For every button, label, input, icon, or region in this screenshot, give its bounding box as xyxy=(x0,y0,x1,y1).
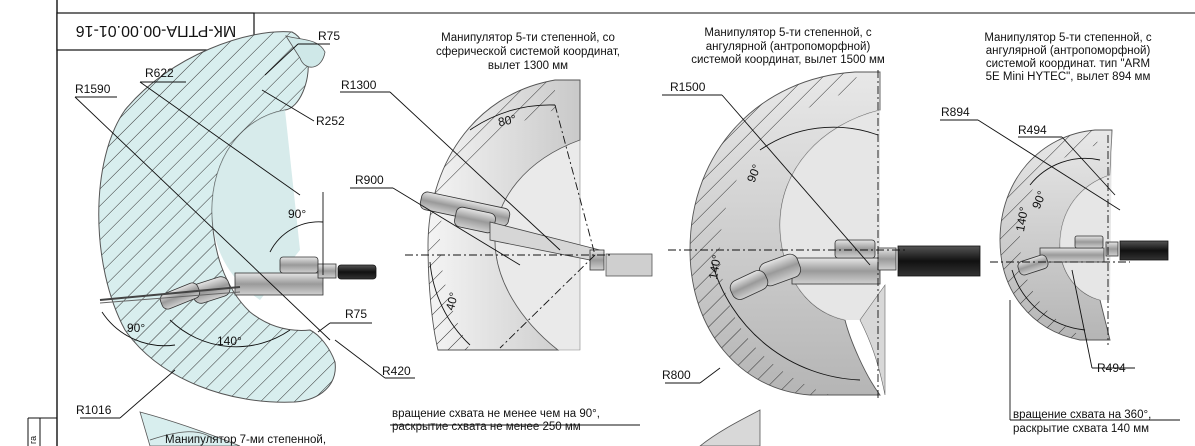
dim-r622: R622 xyxy=(145,66,174,80)
stamp-code: МК-РТПА-00.00.01-16 xyxy=(76,22,237,39)
dim-angle-90: 90° xyxy=(744,162,764,184)
dim-r494-bottom: R494 xyxy=(1097,361,1126,375)
dim-r894: R894 xyxy=(941,105,970,119)
diagram-2-note-line-2: раскрытие схвата не менее 250 мм xyxy=(392,421,581,433)
diagram-2-leaders xyxy=(340,91,640,426)
diagram-1-workspace xyxy=(98,31,336,446)
diagram-3-caption-line-2: ангулярной (антропоморфной) xyxy=(706,41,871,53)
diagram-2-caption-line-2: сферической системой координат, xyxy=(436,46,620,58)
diagram-2-next-shape xyxy=(699,409,761,446)
diagram-4-caption-line-1: Манипулятор 5-ти степенной, с xyxy=(984,32,1152,44)
diagram-3-manipulator xyxy=(729,239,981,300)
diagram-1-manipulator xyxy=(99,256,377,310)
dim-angle-140: 140° xyxy=(706,253,724,280)
diagram-4-caption-line-2: ангулярной (антропоморфной) xyxy=(986,45,1151,57)
dim-angle-40: 40° xyxy=(443,291,461,312)
dim-r252: R252 xyxy=(316,114,345,128)
diagram-3-leaders xyxy=(662,70,905,400)
diagram-4-caption-line-3: системой координат. тип "ARM xyxy=(986,58,1150,70)
diagram-4-manipulator xyxy=(1017,235,1169,276)
dim-r420: R420 xyxy=(382,364,411,378)
dim-angle-140: 140° xyxy=(1013,206,1031,233)
diagram-4-note-line-2: раскрытие схвата 140 мм xyxy=(1013,423,1149,435)
diagram-1-caption: Манипулятор 7-ми степенной, xyxy=(165,434,326,446)
dim-r1500: R1500 xyxy=(670,80,706,94)
diagram-2-note-line-1: вращение схвата не менее чем на 90°, xyxy=(392,408,600,420)
diagram-3-caption-line-3: системой координат, вылет 1500 мм xyxy=(691,54,885,66)
diagram-2-caption-line-1: Манипулятор 5-ти степенной, со xyxy=(441,32,615,44)
dim-r75-bottom: R75 xyxy=(345,307,367,321)
dim-r1300: R1300 xyxy=(341,78,377,92)
diagram-4-caption-line-4: 5E Mini HYTEC", вылет 894 мм xyxy=(986,71,1151,83)
dim-r1590: R1590 xyxy=(75,82,111,96)
dim-angle-90: 90° xyxy=(1029,189,1049,211)
diagram-3-caption-line-1: Манипулятор 5-ти степенной, с xyxy=(704,27,872,39)
dim-r494-top: R494 xyxy=(1018,123,1047,137)
margin-mark: га xyxy=(28,436,38,444)
diagram-4-note-line-1: вращение схвата на 360°, xyxy=(1013,409,1151,421)
diagram-3-workspace xyxy=(689,71,886,396)
dim-angle-140: 140° xyxy=(217,334,242,348)
diagram-4-leaders xyxy=(940,119,1180,421)
diagram-2-manipulator xyxy=(419,191,653,277)
dim-angle-90-top: 90° xyxy=(288,207,306,221)
diagram-1-leaders xyxy=(74,43,415,419)
dim-r1016: R1016 xyxy=(76,403,112,417)
dim-r75-top: R75 xyxy=(318,29,340,43)
dim-r800: R800 xyxy=(662,368,691,382)
diagram-2-caption-line-3: вылет 1300 мм xyxy=(488,60,568,72)
dim-angle-80: 80° xyxy=(497,112,518,130)
diagram-4-workspace xyxy=(999,129,1113,341)
diagram-2-workspace xyxy=(427,79,581,351)
dim-angle-90-left: 90° xyxy=(127,321,145,335)
dim-r900: R900 xyxy=(355,173,384,187)
